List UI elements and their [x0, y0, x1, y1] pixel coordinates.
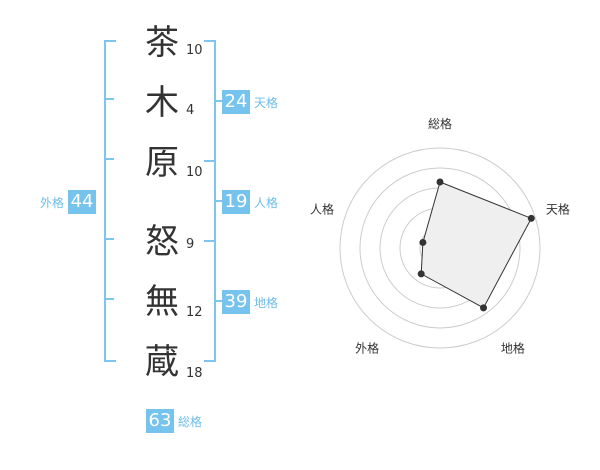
tenkaku-tick	[214, 100, 224, 102]
stroke-count-4: 9	[186, 237, 195, 252]
radar-points	[417, 178, 535, 312]
radar-ring-5	[339, 147, 541, 349]
gaikaku-bracket	[104, 40, 116, 362]
name-char-1: 茶	[145, 23, 179, 63]
stroke-count-5: 12	[186, 305, 203, 320]
radar-axis-label-2: 天格	[546, 202, 570, 217]
stroke-count-6: 18	[186, 366, 203, 381]
jinkaku-value: 19	[222, 190, 250, 214]
gaikaku-tick-3	[104, 238, 114, 240]
tenkaku-value: 24	[222, 90, 250, 114]
soukaku-label: 総格	[178, 414, 203, 429]
name-char-5: 無	[145, 282, 179, 322]
tenkaku-score: 24 天格	[222, 90, 278, 114]
tenkaku-label: 天格	[254, 95, 279, 110]
jinkaku-score: 19 人格	[222, 190, 278, 214]
stroke-count-1: 10	[186, 43, 203, 58]
jinkaku-tick	[214, 200, 224, 202]
radar-point-1	[436, 178, 444, 186]
gaikaku-tick-1	[104, 98, 114, 100]
name-char-3: 原	[145, 143, 179, 183]
name-char-4: 怒	[145, 222, 179, 262]
radar-axis-label-5: 人格	[310, 202, 334, 217]
radar-axis-label-1: 総格	[428, 116, 452, 131]
jinkaku-label: 人格	[254, 195, 279, 210]
radar-point-4	[417, 270, 425, 278]
radar-point-2	[527, 214, 535, 222]
radar-point-3	[479, 304, 487, 312]
gaikaku-label: 外格	[40, 195, 65, 210]
radar-point-5	[419, 238, 427, 246]
stroke-count-3: 10	[186, 165, 203, 180]
name-char-6: 蔵	[145, 342, 179, 382]
chikaku-score: 39 地格	[222, 290, 278, 314]
chikaku-label: 地格	[254, 295, 279, 310]
soukaku-value: 63	[146, 409, 174, 433]
chikaku-tick	[214, 300, 224, 302]
stroke-count-2: 4	[186, 103, 195, 118]
radar-axis-label-3: 地格	[501, 340, 525, 355]
gaikaku-score: 外格 44	[40, 190, 97, 214]
gaikaku-tick-4	[104, 298, 114, 300]
chikaku-value: 39	[222, 290, 250, 314]
gaikaku-tick-2	[104, 158, 114, 160]
radar-area	[420, 181, 533, 309]
gaikaku-value: 44	[68, 190, 97, 214]
soukaku-score: 63 総格	[146, 409, 202, 433]
name-char-2: 木	[145, 83, 179, 123]
radar-axis-label-4: 外格	[355, 340, 379, 355]
radar-ring-4	[359, 167, 521, 329]
